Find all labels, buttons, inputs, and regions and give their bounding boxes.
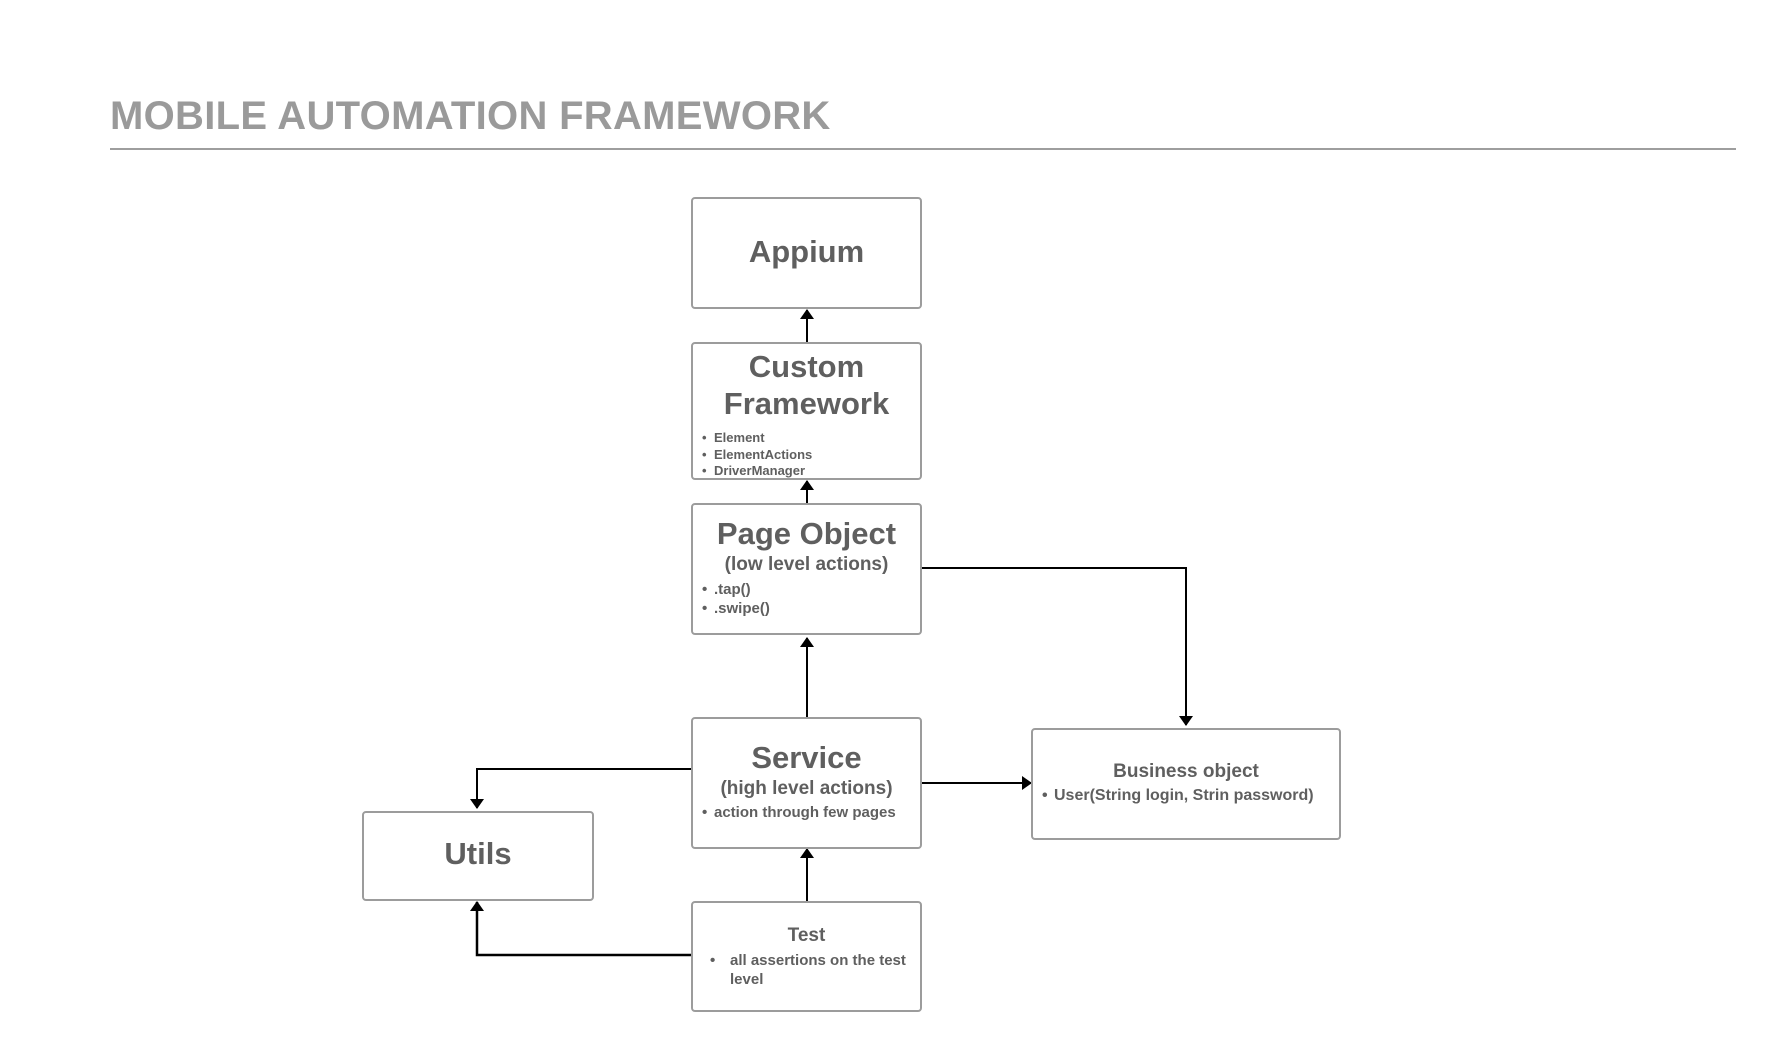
test-label: Test bbox=[787, 925, 826, 946]
service-item: action through few pages bbox=[702, 803, 920, 822]
page-object-items: .tap() .swipe() bbox=[702, 580, 920, 618]
utils-label: Utils bbox=[444, 836, 512, 871]
custom-framework-item: DriverManager bbox=[702, 463, 920, 480]
appium-node: Appium bbox=[691, 197, 922, 309]
page-title: MOBILE AUTOMATION FRAMEWORK bbox=[110, 94, 831, 138]
custom-framework-item: ElementActions bbox=[702, 447, 920, 464]
page-object-item: .tap() bbox=[702, 580, 920, 599]
edge-test-to-utils bbox=[470, 901, 691, 957]
business-object-items: User(String login, Strin password) bbox=[1042, 786, 1339, 806]
custom-framework-node: Custom Framework Element ElementActions … bbox=[691, 342, 922, 480]
service-node: Service (high level actions) action thro… bbox=[691, 717, 922, 849]
test-item: all assertions on the test level bbox=[710, 951, 914, 989]
custom-framework-item: Element bbox=[702, 430, 920, 447]
custom-framework-label: Custom Framework bbox=[723, 349, 890, 422]
page-object-label: Page Object bbox=[716, 516, 897, 551]
utils-node: Utils bbox=[362, 811, 594, 901]
title-divider bbox=[110, 148, 1736, 150]
page-object-subtitle: (low level actions) bbox=[724, 554, 889, 576]
service-subtitle: (high level actions) bbox=[720, 778, 893, 800]
page-object-item: .swipe() bbox=[702, 599, 920, 618]
business-object-label: Business object bbox=[1113, 761, 1259, 782]
test-node: Test all assertions on the test level bbox=[691, 901, 922, 1012]
business-object-node: Business object User(String login, Strin… bbox=[1031, 728, 1341, 840]
appium-label: Appium bbox=[748, 234, 865, 269]
business-object-item: User(String login, Strin password) bbox=[1042, 786, 1339, 806]
page-object-node: Page Object (low level actions) .tap() .… bbox=[691, 503, 922, 635]
service-label: Service bbox=[751, 740, 862, 775]
edge-page-object-to-business-object bbox=[922, 567, 1193, 726]
edge-service-to-utils bbox=[470, 768, 691, 809]
test-items: all assertions on the test level bbox=[710, 951, 914, 989]
custom-framework-items: Element ElementActions DriverManager bbox=[702, 430, 920, 480]
service-items: action through few pages bbox=[702, 803, 920, 822]
